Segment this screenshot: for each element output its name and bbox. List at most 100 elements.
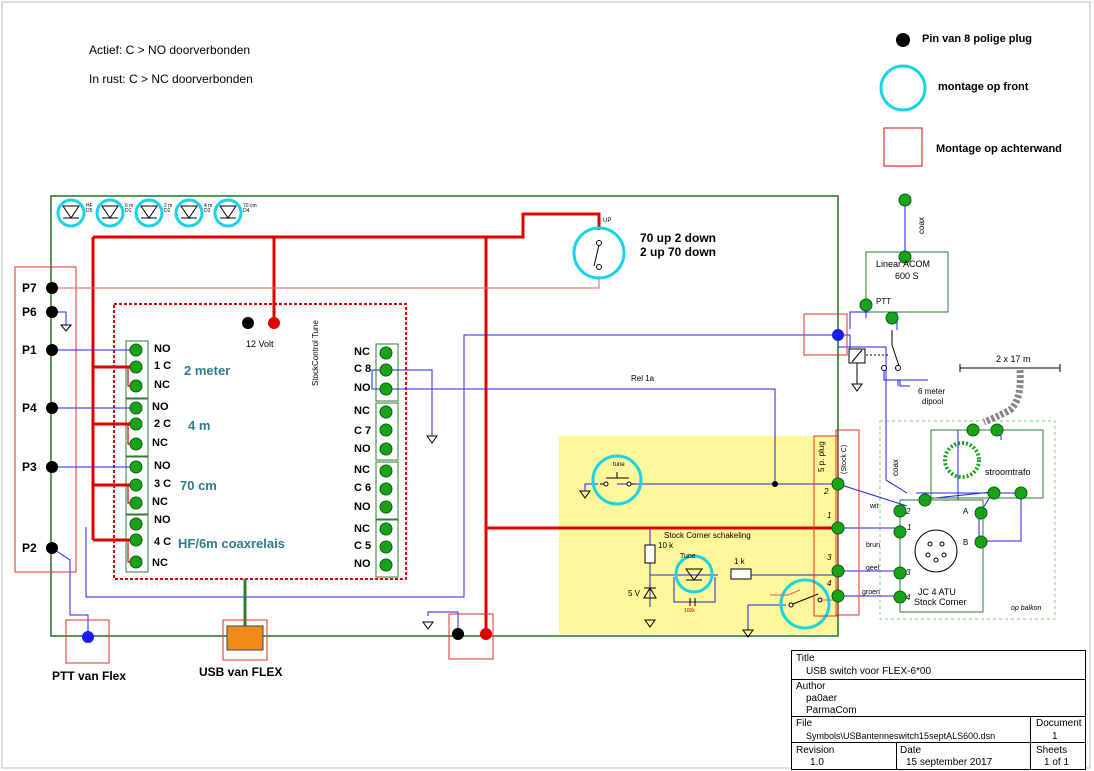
pin-label-p4: P4 bbox=[22, 401, 37, 415]
wire-wit: wit bbox=[870, 503, 879, 510]
rel-label: Rel 1a bbox=[631, 374, 655, 383]
pin-connector-box bbox=[14, 266, 77, 573]
author-value-1: pa0aer bbox=[806, 693, 838, 704]
dipool-label-2: dipool bbox=[922, 397, 944, 406]
pin-label-p3: P3 bbox=[22, 460, 37, 474]
switch-70-label: 70 up 2 down bbox=[640, 231, 717, 245]
sheets-value: 1 of 1 bbox=[1044, 757, 1070, 768]
legend-pin-label: Pin van 8 polige plug bbox=[922, 33, 1033, 45]
c100-label: 100k bbox=[684, 608, 695, 614]
tune-label: tune bbox=[613, 462, 625, 468]
document-heading: Document bbox=[1036, 718, 1082, 729]
balcony-area bbox=[879, 420, 1056, 620]
atu-b-label: B bbox=[963, 538, 969, 547]
pin-label-p6: P6 bbox=[22, 305, 37, 319]
relay1-no: NO bbox=[154, 343, 171, 355]
antenna-label: 2 x 17 m bbox=[996, 354, 1031, 364]
relay4-band: HF/6m coaxrelais bbox=[178, 536, 285, 551]
relay-block bbox=[113, 303, 407, 580]
relay3-band: 70 cm bbox=[180, 478, 217, 493]
dipool-label-1: 6 meter bbox=[918, 387, 946, 396]
relay7-nc: NC bbox=[354, 405, 370, 417]
coax-label-1: coax bbox=[917, 217, 926, 234]
date-value: 15 september 2017 bbox=[906, 757, 993, 768]
usb-flex-label: USB van FLEX bbox=[199, 665, 283, 679]
ptt-label: PTT bbox=[876, 297, 892, 306]
relay5-no: NO bbox=[354, 558, 371, 570]
plug-num-4: 4 bbox=[827, 579, 832, 588]
wire-groen: groen bbox=[862, 589, 880, 596]
stock-corner-label: Stock Corner schakeling bbox=[664, 531, 751, 540]
plug-label: 5 p. plug bbox=[817, 441, 826, 472]
legend-front-circle bbox=[879, 64, 927, 112]
plug-num-3: 3 bbox=[827, 553, 832, 562]
relay2-no: NO bbox=[152, 401, 169, 413]
switch-70-up-circle bbox=[572, 226, 626, 280]
title-block: Title USB switch voor FLEX-6*00 Author p… bbox=[791, 650, 1086, 770]
wire-geel: geel bbox=[866, 565, 880, 572]
revision-heading: Revision bbox=[796, 745, 835, 756]
document-value: 1 bbox=[1052, 731, 1058, 742]
note-in-rust: In rust: C > NC doorverbonden bbox=[89, 72, 253, 86]
revision-value: 1.0 bbox=[810, 757, 824, 768]
legend-pin-dot bbox=[896, 33, 910, 47]
relay6-nc: NC bbox=[354, 464, 370, 476]
relay4-nc: NC bbox=[152, 557, 168, 569]
relay1-c: 1 C bbox=[154, 360, 172, 372]
plug-num-1: 1 bbox=[827, 511, 832, 520]
plug-num-2: 2 bbox=[824, 487, 829, 496]
main-board bbox=[50, 195, 839, 637]
stock-corner-area bbox=[559, 436, 839, 634]
atu-num-4: 4 bbox=[906, 593, 911, 602]
volt-label: 12 Volt bbox=[246, 339, 274, 349]
up-label: UP bbox=[603, 218, 612, 224]
relay3-no: NO bbox=[154, 460, 171, 472]
relay2-c: 2 C bbox=[154, 418, 172, 430]
title-value: USB switch voor FLEX-6*00 bbox=[806, 666, 932, 677]
usb-connector bbox=[226, 625, 264, 651]
legend-back-label: Montage op achterwand bbox=[936, 143, 1062, 155]
stock-control-label: StockControl Tune bbox=[311, 320, 320, 386]
title-heading: Title bbox=[796, 653, 815, 664]
relay2-nc: NC bbox=[152, 437, 168, 449]
linear-model-label: 600 S bbox=[895, 271, 919, 281]
r10k-label: 10 k bbox=[658, 541, 674, 550]
relay4-no: NO bbox=[154, 514, 171, 526]
pin-label-p1: P1 bbox=[22, 343, 37, 357]
relay1-band: 2 meter bbox=[184, 363, 231, 378]
atu-a-label: A bbox=[963, 507, 969, 516]
relay7-no: NO bbox=[354, 443, 371, 455]
coax-label-2: coax bbox=[891, 459, 900, 476]
relay3-c: 3 C bbox=[154, 478, 172, 490]
date-heading: Date bbox=[900, 745, 922, 756]
relay2-band: 4 m bbox=[188, 418, 211, 433]
relay4-c: 4 C bbox=[154, 536, 172, 548]
linear-label: Linear ACOM bbox=[876, 259, 931, 269]
file-value: Symbols\USBantenneswitch15septALS600.dsn bbox=[806, 731, 996, 741]
switch-2-label: 2 up 70 down bbox=[640, 245, 717, 259]
relay5-nc: NC bbox=[354, 523, 370, 535]
atu-num-3: 3 bbox=[906, 568, 911, 577]
stroomtrafo-label: stroomtrafo bbox=[985, 467, 1031, 477]
note-actief: Actief: C > NO doorverbonden bbox=[89, 43, 251, 57]
author-value-2: ParmaCom bbox=[806, 705, 857, 716]
atu-num-2: 2 bbox=[906, 507, 911, 516]
atu-num-1: 1 bbox=[907, 523, 912, 532]
atu-label: JC 4 ATU bbox=[918, 587, 956, 597]
relay7-c: C 7 bbox=[354, 425, 372, 437]
balkon-label: op balkon bbox=[1011, 605, 1042, 612]
r1k-label: 1 k bbox=[734, 557, 745, 566]
author-heading: Author bbox=[796, 681, 826, 692]
atu-label-2: Stock Corner bbox=[914, 597, 967, 607]
v5-label: 5 V bbox=[628, 589, 641, 598]
relay6-c: C 6 bbox=[354, 482, 372, 494]
relay6-no: NO bbox=[354, 501, 371, 513]
stock-c-label: (Stock C) bbox=[841, 444, 848, 474]
ptt-flex-label: PTT van Flex bbox=[52, 669, 127, 683]
legend-back-square bbox=[883, 127, 923, 167]
pin-label-p7: P7 bbox=[22, 281, 37, 295]
